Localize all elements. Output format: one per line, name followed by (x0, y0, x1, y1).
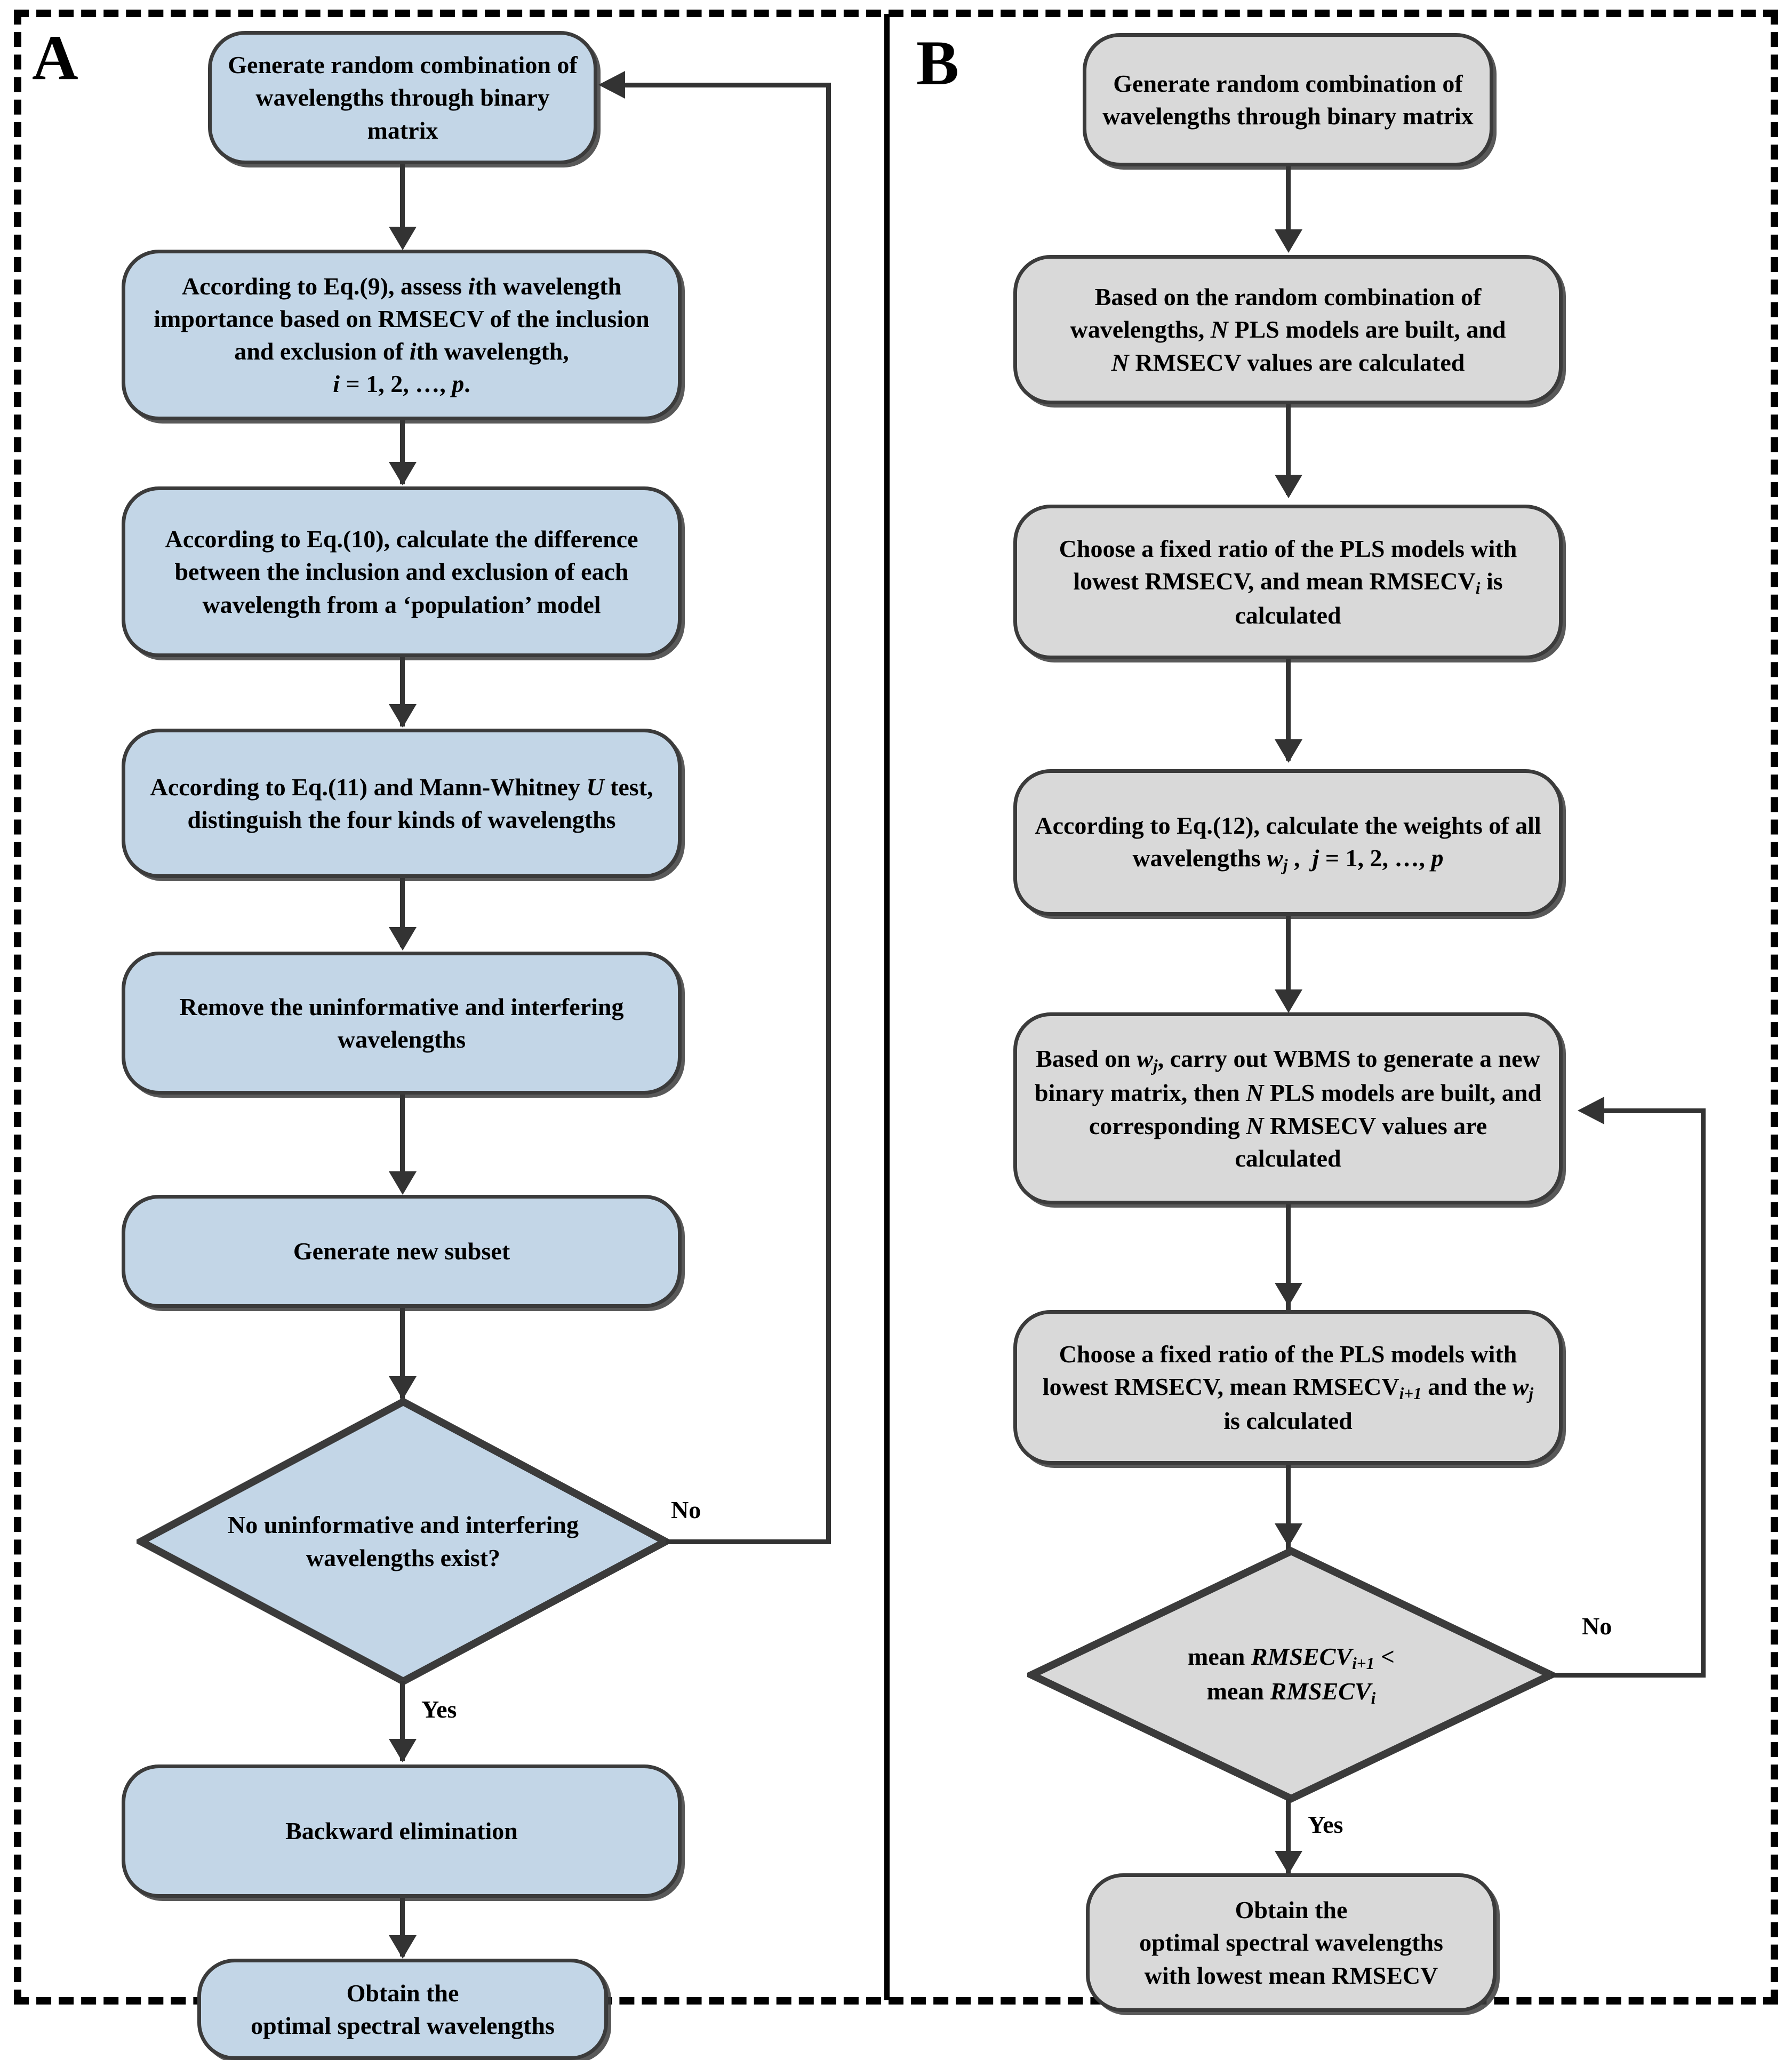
connector-a2-a3 (400, 420, 405, 484)
node-b5: Based on wj, carry out WBMS to generate … (1013, 1012, 1563, 1204)
node-a4-text: According to Eq.(11) and Mann-Whitney U … (150, 773, 653, 833)
connector-a4-a5 (400, 878, 405, 947)
node-a3: According to Eq.(10), calculate the diff… (122, 486, 682, 657)
diamond-shape-b7 (1027, 1547, 1555, 1803)
arrowhead-a6-a7 (389, 1376, 417, 1400)
panel-label-a: A (32, 22, 78, 93)
node-b5-text: Based on wj, carry out WBMS to generate … (1035, 1045, 1541, 1172)
node-b2-text: Based on the random combination of wavel… (1070, 283, 1506, 376)
arrowhead-b6-b7 (1275, 1523, 1302, 1547)
arrowhead-a5-a6 (389, 1171, 417, 1195)
connector-b7-no-horizontal (1551, 1673, 1706, 1678)
connector-b7-b8 (1286, 1799, 1291, 1873)
arrowhead-a7-no (598, 71, 625, 99)
connector-b3-b4 (1286, 659, 1291, 761)
node-a5-text: Remove the uninformative and interfering… (179, 993, 624, 1053)
panel-label-b: B (916, 27, 959, 98)
node-b2: Based on the random combination of wavel… (1013, 255, 1563, 404)
node-a6-text: Generate new subset (293, 1237, 510, 1265)
arrowhead-b4-b5 (1275, 989, 1302, 1013)
node-b6: Choose a fixed ratio of the PLS models w… (1013, 1310, 1563, 1465)
connector-a7-no-top (625, 83, 831, 87)
node-a1-text: Generate random combination of wavelengt… (228, 51, 578, 144)
node-a7-text: No uninformative and interfering wavelen… (227, 1511, 579, 1571)
connector-a1-a2 (400, 164, 405, 239)
node-b4-text: According to Eq.(12), calculate the weig… (1035, 811, 1541, 874)
edge-label-b-yes: Yes (1308, 1811, 1343, 1838)
node-a2-text: According to Eq.(9), assess ith waveleng… (154, 272, 650, 398)
node-a1: Generate random combination of wavelengt… (208, 31, 597, 164)
panel-divider (884, 14, 890, 2000)
arrowhead-a8-a9 (389, 1935, 417, 1959)
connector-a8-a9 (400, 1898, 405, 1957)
node-a2: According to Eq.(9), assess ith waveleng… (122, 250, 682, 420)
node-b4: According to Eq.(12), calculate the weig… (1013, 769, 1563, 916)
arrowhead-b7-b8 (1275, 1851, 1302, 1874)
arrowhead-b7-no (1578, 1097, 1604, 1124)
node-b3: Choose a fixed ratio of the PLS models w… (1013, 505, 1563, 659)
edge-label-b-no: No (1582, 1612, 1612, 1640)
arrowhead-a1-a2 (389, 227, 417, 250)
connector-a7-no-vertical (826, 83, 831, 1544)
arrowhead-b5-b6 (1275, 1283, 1302, 1306)
node-a7-decision: No uninformative and interfering wavelen… (137, 1398, 670, 1686)
connector-b5-b6 (1286, 1204, 1291, 1311)
connector-b7-no-top (1604, 1108, 1706, 1113)
connector-a3-a4 (400, 657, 405, 726)
node-b1: Generate random combination of wavelengt… (1083, 33, 1493, 166)
arrowhead-b2-b3 (1275, 475, 1302, 498)
edge-label-a-yes: Yes (421, 1696, 457, 1723)
connector-a6-a7 (400, 1308, 405, 1399)
connector-a7-no-horizontal (666, 1539, 831, 1544)
node-a3-text: According to Eq.(10), calculate the diff… (165, 525, 638, 618)
node-b6-text: Choose a fixed ratio of the PLS models w… (1042, 1340, 1534, 1435)
connector-a5-a6 (400, 1095, 405, 1191)
connector-b4-b5 (1286, 916, 1291, 1009)
node-b7-decision: mean RMSECVi+1 <mean RMSECVi (1027, 1547, 1555, 1803)
edge-label-a-no: No (671, 1496, 701, 1523)
node-b3-text: Choose a fixed ratio of the PLS models w… (1059, 534, 1517, 629)
connector-b2-b3 (1286, 404, 1291, 495)
connector-a7-a8 (400, 1681, 405, 1761)
node-a8: Backward elimination (122, 1764, 682, 1898)
node-a4: According to Eq.(11) and Mann-Whitney U … (122, 729, 682, 878)
connector-b1-b2 (1286, 166, 1291, 246)
connector-b7-no-vertical (1701, 1108, 1706, 1678)
arrowhead-a3-a4 (389, 704, 417, 728)
node-a5: Remove the uninformative and interfering… (122, 952, 682, 1095)
connector-b6-b7 (1286, 1465, 1291, 1550)
arrowhead-a4-a5 (389, 927, 417, 951)
node-b1-text: Generate random combination of wavelengt… (1102, 69, 1474, 130)
node-b7-text: mean RMSECVi+1 <mean RMSECVi (1188, 1642, 1395, 1707)
arrowhead-b3-b4 (1275, 739, 1302, 763)
node-a8-text: Backward elimination (285, 1817, 518, 1845)
arrowhead-b1-b2 (1275, 229, 1302, 253)
figure-canvas: A Generate random combination of wavelen… (14, 10, 1778, 2060)
node-a6: Generate new subset (122, 1195, 682, 1308)
arrowhead-a7-a8 (389, 1739, 417, 1762)
arrowhead-a2-a3 (389, 462, 417, 485)
